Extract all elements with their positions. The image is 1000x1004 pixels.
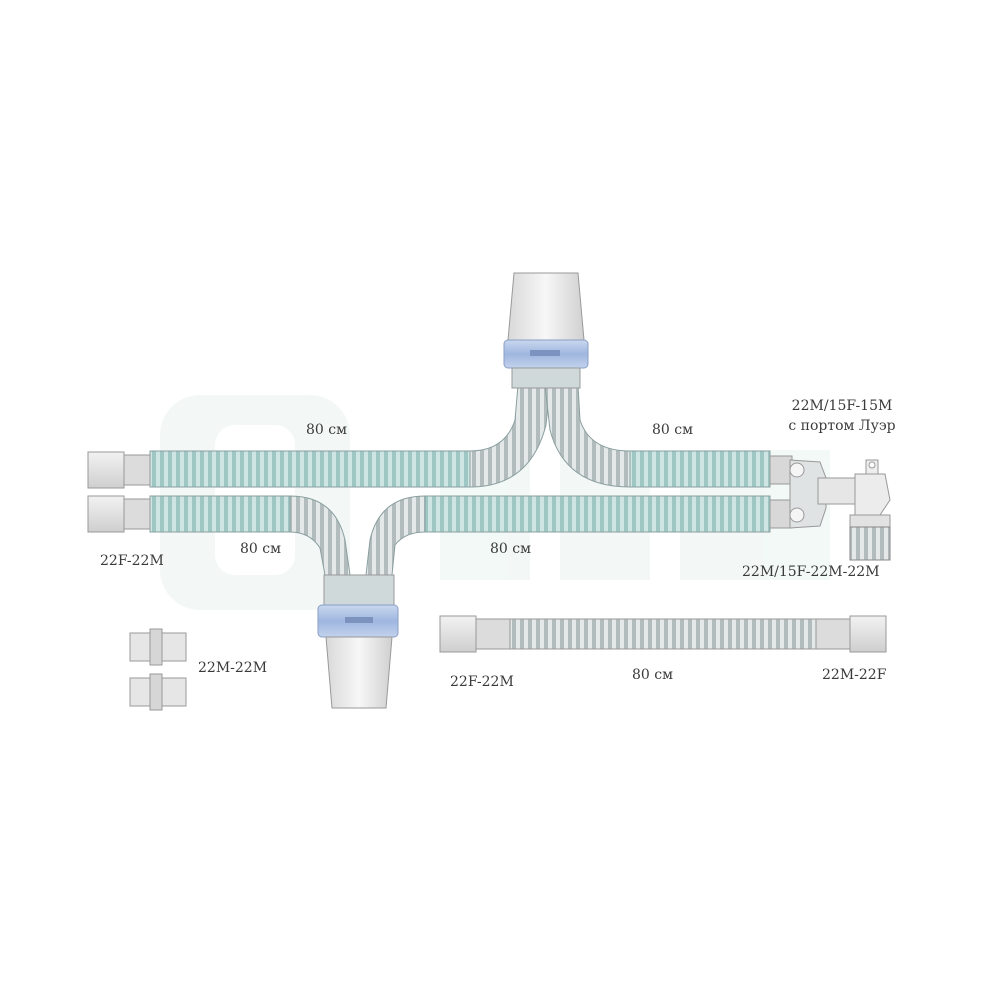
label-single-left: 22F-22M xyxy=(450,674,514,690)
label-single-right: 22M-22F xyxy=(822,667,887,683)
lower-y-piece-cup xyxy=(317,574,399,709)
label-length-top-left: 80 см xyxy=(306,422,347,438)
label-length-top-right: 80 см xyxy=(652,422,693,438)
adapter-pair xyxy=(129,628,187,711)
label-connector-right-top: 22M/15F-15M xyxy=(791,398,893,414)
label-length-single: 80 см xyxy=(632,667,673,683)
single-tube xyxy=(439,615,887,653)
y-connector-luer-port xyxy=(789,459,891,561)
upper-y-piece-cup xyxy=(503,272,589,389)
lower-tube-assembly xyxy=(87,495,793,576)
label-length-bottom-right: 80 см xyxy=(490,541,531,557)
label-connector-right-bottom: 22M/15F-22M-22M xyxy=(742,564,880,580)
label-adapters: 22M-22M xyxy=(198,660,268,676)
label-connector-luer: с портом Луэр xyxy=(788,418,896,434)
label-connector-left: 22F-22M xyxy=(100,553,164,569)
upper-tube-assembly xyxy=(87,384,793,489)
label-length-bottom-left: 80 см xyxy=(240,541,281,557)
